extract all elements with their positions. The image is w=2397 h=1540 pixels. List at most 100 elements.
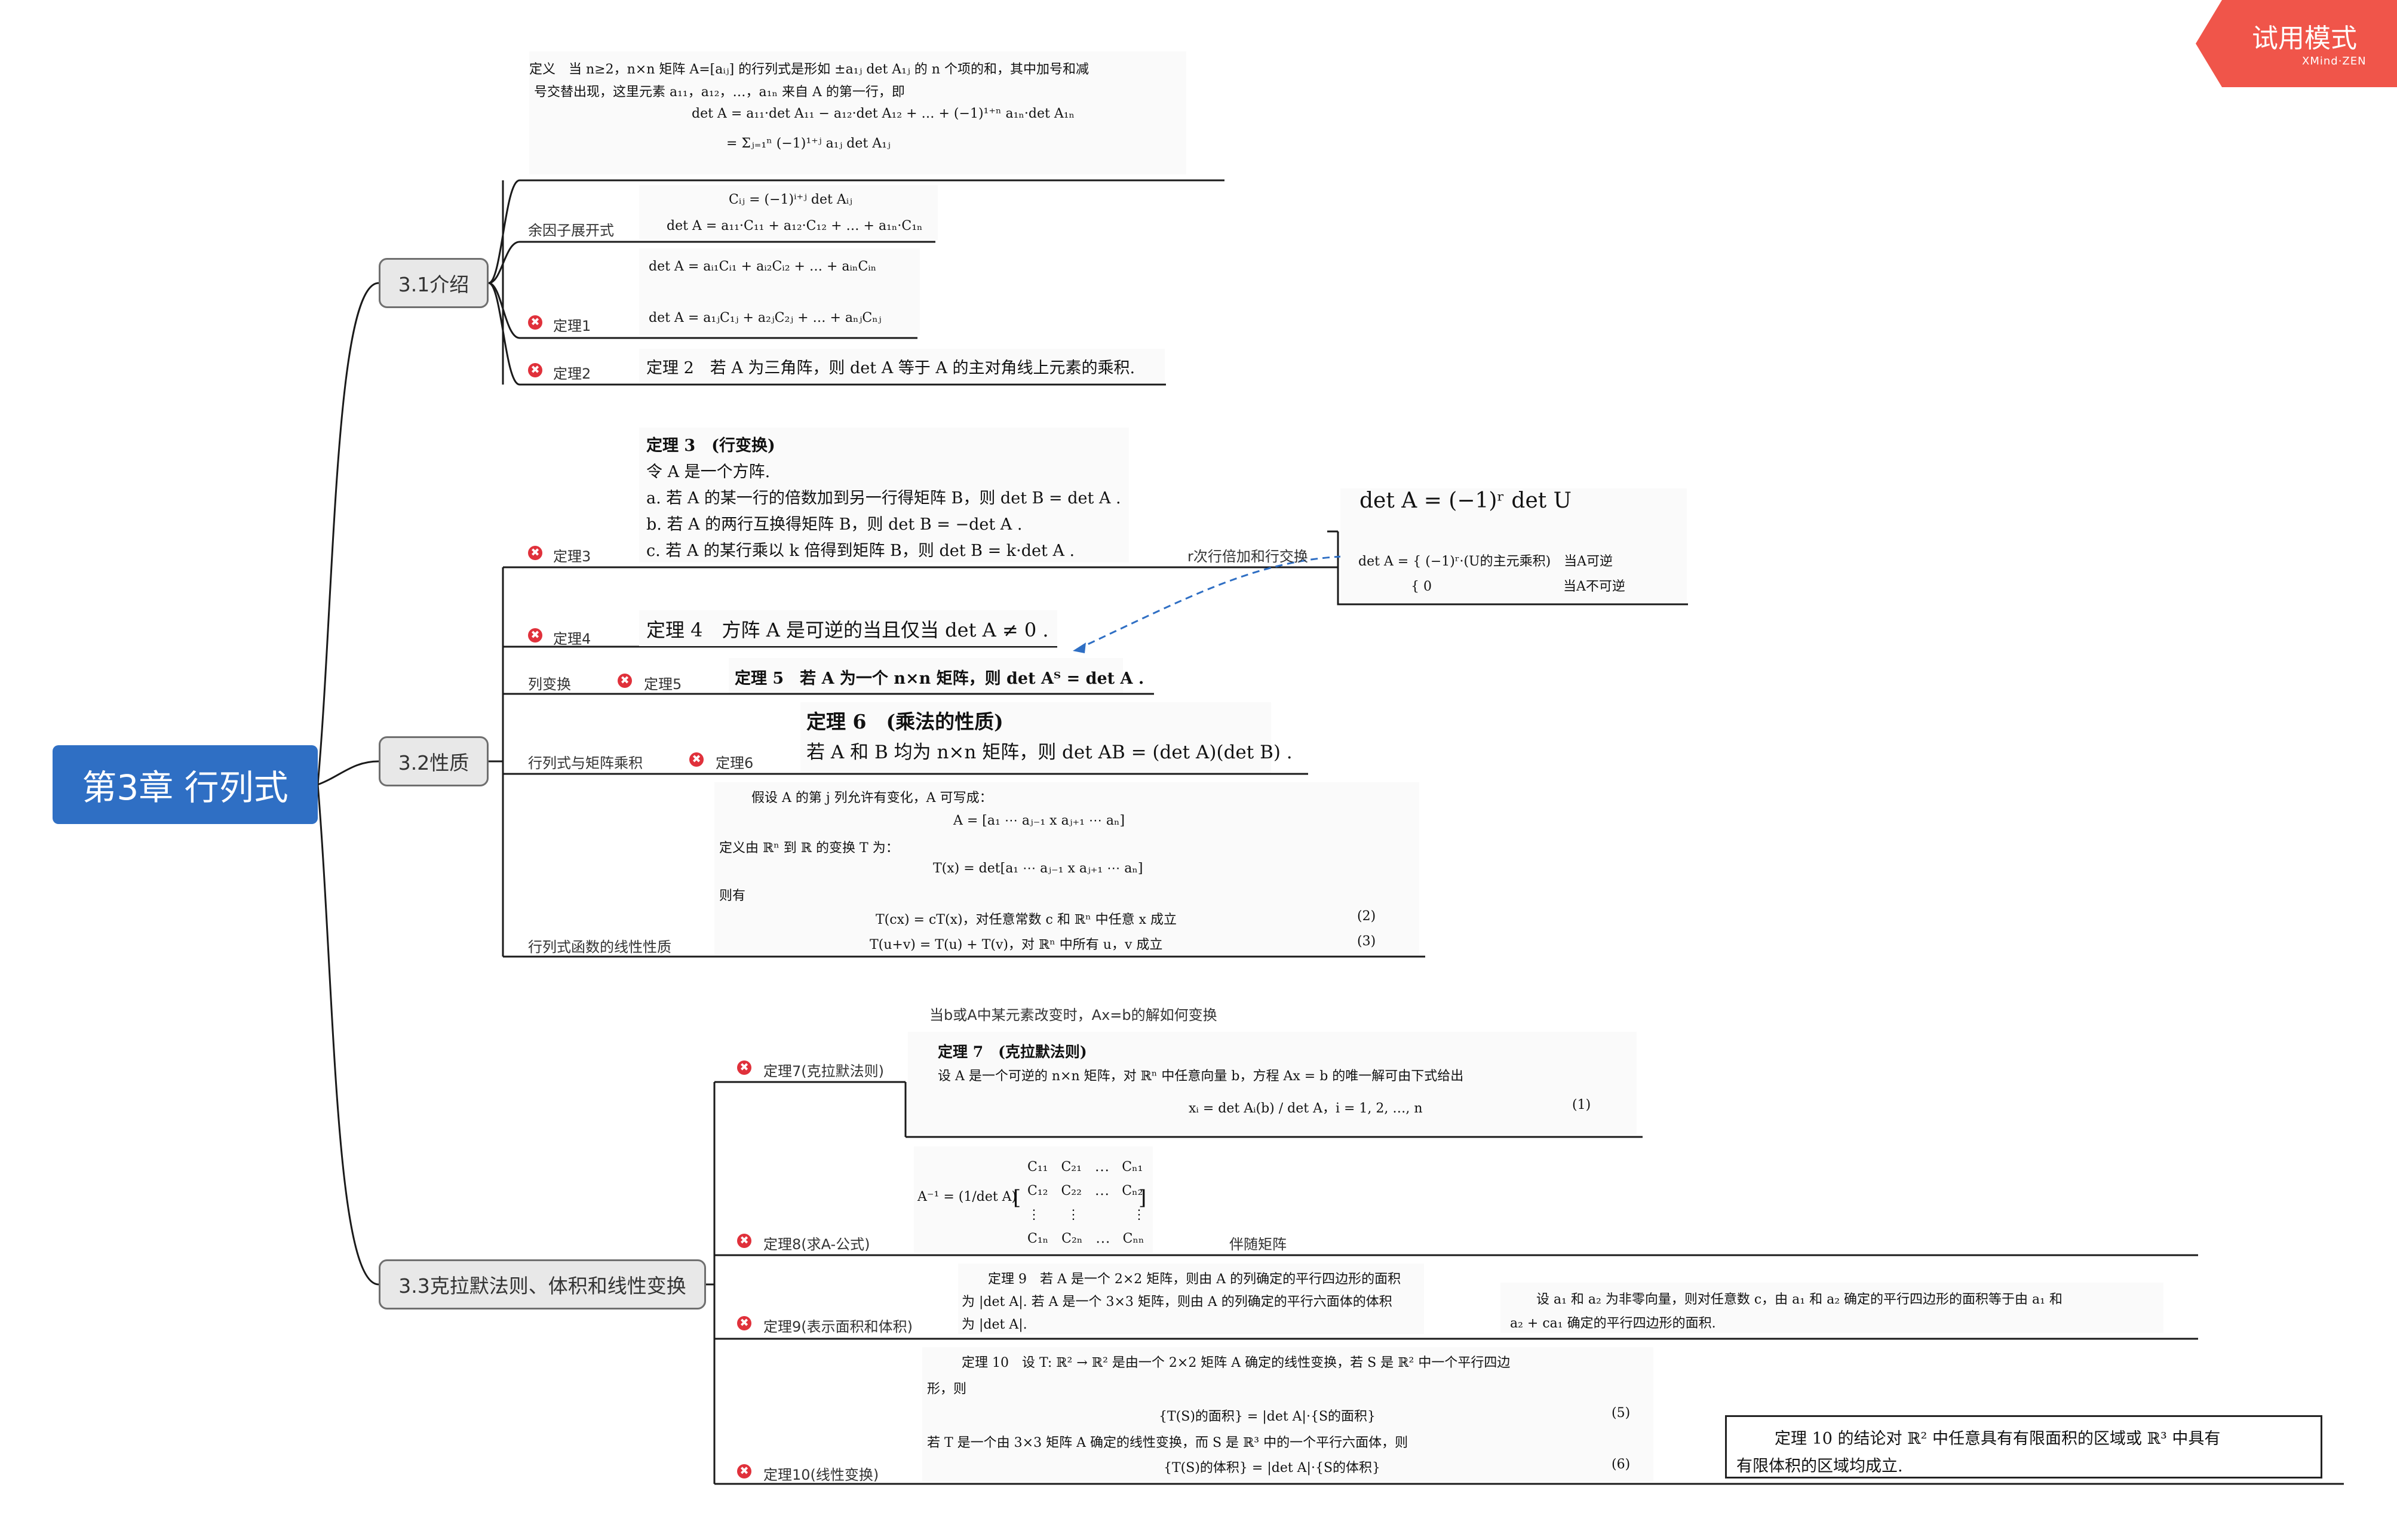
text-line: 定理 6 (乘法的性质) — [806, 710, 1003, 733]
image-row-ops[interactable]: det A = (−1)ʳ det U det A = { (−1)ʳ·(U的主… — [1340, 488, 1687, 602]
marker-icon: ✖ — [737, 1061, 751, 1075]
image-thm9-note[interactable]: 设 a₁ 和 a₂ 为非零向量，则对任意数 c，由 a₁ 和 a₂ 确定的平行四… — [1500, 1283, 2163, 1333]
label-thm1[interactable]: 定理1 — [553, 318, 591, 334]
trial-title: 试用模式 — [2252, 23, 2357, 54]
text-line: T(x) = det[a₁ ⋯ aⱼ₋₁ x aⱼ₊₁ ⋯ aₙ] — [933, 861, 1143, 876]
image-thm10-note[interactable]: 定理 10 的结论对 ℝ² 中任意具有有限面积的区域或 ℝ³ 中具有 有限体积的… — [1725, 1415, 2322, 1478]
equation-number: (6) — [1612, 1457, 1631, 1472]
label-cofactor[interactable]: 余因子展开式 — [528, 222, 614, 239]
text-line: 设 a₁ 和 a₂ 为非零向量，则对任意数 c，由 a₁ 和 a₂ 确定的平行四… — [1536, 1292, 2063, 1307]
text-line: 定理 5 若 A 为一个 n×n 矩阵，则 det Aᵀ = det A . — [735, 669, 1144, 688]
text-line: Cᵢⱼ = (−1)ⁱ⁺ʲ det Aᵢⱼ — [729, 192, 852, 207]
matrix-row: C₁₂ C₂₂ ⋯ Cₙ₂ — [1027, 1184, 1143, 1198]
image-thm10[interactable]: 定理 10 设 T: ℝ² → ℝ² 是由一个 2×2 矩阵 A 确定的线性变换… — [922, 1347, 1653, 1482]
text-line: T(u+v) = T(u) + T(v)，对 ℝⁿ 中所有 u，v 成立 — [870, 937, 1163, 952]
image-thm8[interactable]: A⁻¹ = (1/det A) [ C₁₁ C₂₁ ⋯ Cₙ₁ C₁₂ C₂₂ … — [914, 1146, 1153, 1253]
text-line: 定理 10 设 T: ℝ² → ℝ² 是由一个 2×2 矩阵 A 确定的线性变换… — [962, 1355, 1511, 1370]
label-cramer-note[interactable]: 当b或A中某元素改变时，Ax=b的解如何变换 — [929, 1007, 1217, 1023]
label-thm5[interactable]: 定理5 — [644, 676, 682, 693]
text-line: 定义 当 n≥2，n×n 矩阵 A=[aᵢⱼ] 的行列式是形如 ±a₁ⱼ det… — [529, 62, 1089, 77]
label-column-transform[interactable]: 列变换 — [528, 676, 571, 693]
equation-number: (1) — [1572, 1098, 1591, 1112]
text-line: 为 |det A|. 若 A 是一个 3×3 矩阵，则由 A 的列确定的平行六面… — [962, 1295, 1392, 1310]
image-thm2[interactable]: 定理 2 若 A 为三角阵，则 det A 等于 A 的主对角线上元素的乘积. — [639, 349, 1165, 382]
marker-icon: ✖ — [528, 628, 542, 643]
matrix-row: C₁₁ C₂₁ ⋯ Cₙ₁ — [1027, 1160, 1143, 1175]
marker-icon: ✖ — [737, 1464, 751, 1478]
text-line: { 0 当A不可逆 — [1358, 579, 1625, 594]
label-thm8[interactable]: 定理8(求A-公式) — [763, 1236, 870, 1253]
image-cofactor[interactable]: Cᵢⱼ = (−1)ⁱ⁺ʲ det Aᵢⱼ det A = a₁₁·C₁₁ + … — [639, 185, 938, 240]
image-thm7[interactable]: 定理 7 (克拉默法则) 设 A 是一个可逆的 n×n 矩阵，对 ℝⁿ 中任意向… — [908, 1032, 1637, 1135]
equation-number: (3) — [1357, 934, 1376, 949]
text-line: 定理 7 (克拉默法则) — [938, 1043, 1087, 1061]
marker-icon: ✖ — [737, 1316, 751, 1330]
image-definition[interactable]: 定义 当 n≥2，n×n 矩阵 A=[aᵢⱼ] 的行列式是形如 ±a₁ⱼ det… — [529, 51, 1186, 174]
label-r-ops[interactable]: r次行倍加和行交换 — [1187, 548, 1308, 565]
text-line: 定理 9 若 A 是一个 2×2 矩阵，则由 A 的列确定的平行四边形的面积 — [988, 1272, 1401, 1287]
label-linearity[interactable]: 行列式函数的线性性质 — [528, 939, 671, 955]
equation-number: (2) — [1357, 909, 1376, 924]
image-thm4[interactable]: 定理 4 方阵 A 是可逆的当且仅当 det A ≠ 0 . — [639, 610, 1057, 646]
text-line: det A = a₁₁·det A₁₁ − a₁₂·det A₁₂ + … + … — [692, 106, 1075, 121]
root-topic[interactable]: 第3章 行列式 — [53, 745, 318, 824]
text-line: A = [a₁ ⋯ aⱼ₋₁ x aⱼ₊₁ ⋯ aₙ] — [953, 813, 1125, 828]
text-line: = Σⱼ₌₁ⁿ (−1)¹⁺ʲ a₁ⱼ det A₁ⱼ — [726, 136, 891, 151]
marker-icon: ✖ — [737, 1234, 751, 1248]
text-line: 假设 A 的第 j 列允许有变化，A 可写成： — [751, 791, 993, 806]
text-line: a. 若 A 的某一行的倍数加到另一行得矩阵 B，则 det B = det A… — [646, 489, 1121, 508]
text-line: 号交替出现，这里元素 a₁₁，a₁₂，…，a₁ₙ 来自 A 的第一行，即 — [534, 85, 905, 100]
bracket-right-icon: ] — [1138, 1186, 1147, 1210]
matrix-row: C₁ₙ C₂ₙ ⋯ Cₙₙ — [1027, 1231, 1144, 1246]
trial-subtitle: XMind·ZEN — [2302, 55, 2367, 67]
text-line: 有限体积的区域均成立. — [1736, 1457, 1903, 1476]
label-thm9[interactable]: 定理9(表示面积和体积) — [763, 1318, 913, 1335]
label-thm6[interactable]: 定理6 — [716, 755, 754, 771]
text-line: 若 A 和 B 均为 n×n 矩阵，则 det AB = (det A)(det… — [806, 742, 1293, 763]
image-linearity[interactable]: 假设 A 的第 j 列允许有变化，A 可写成： A = [a₁ ⋯ aⱼ₋₁ x… — [714, 782, 1419, 955]
text-line: a₂ + ca₁ 确定的平行四边形的面积. — [1510, 1316, 1716, 1331]
image-thm5[interactable]: 定理 5 若 A 为一个 n×n 矩阵，则 det Aᵀ = det A . — [729, 658, 1144, 693]
text-line: 为 |det A|. — [962, 1317, 1027, 1332]
text-line: det A = aᵢ₁Cᵢ₁ + aᵢ₂Cᵢ₂ + … + aᵢₙCᵢₙ — [649, 259, 877, 274]
text-line: det A = { (−1)ʳ·(U的主元乘积) 当A可逆 — [1358, 554, 1613, 569]
text-line: 定理 4 方阵 A 是可逆的当且仅当 det A ≠ 0 . — [646, 619, 1049, 641]
text-line: 若 T 是一个由 3×3 矩阵 A 确定的线性变换，而 S 是 ℝ³ 中的一个平… — [927, 1436, 1408, 1450]
text-line: 定理 10 的结论对 ℝ² 中任意具有有限面积的区域或 ℝ³ 中具有 — [1775, 1430, 2221, 1448]
branch-3-3[interactable]: 3.3克拉默法则、体积和线性变换 — [379, 1259, 706, 1310]
marker-icon: ✖ — [528, 363, 542, 377]
branch-3-1[interactable]: 3.1介绍 — [379, 258, 489, 308]
text-line: 定理 2 若 A 为三角阵，则 det A 等于 A 的主对角线上元素的乘积. — [646, 359, 1135, 377]
label-adjugate[interactable]: 伴随矩阵 — [1229, 1236, 1287, 1253]
equation-number: (5) — [1612, 1406, 1631, 1421]
text-line: b. 若 A 的两行互换得矩阵 B，则 det B = −det A . — [646, 515, 1023, 534]
image-thm6[interactable]: 定理 6 (乘法的性质) 若 A 和 B 均为 n×n 矩阵，则 det AB … — [800, 702, 1293, 773]
label-thm4[interactable]: 定理4 — [553, 631, 591, 647]
trial-badge[interactable] — [2196, 0, 2397, 87]
marker-icon: ✖ — [528, 315, 542, 330]
image-thm3[interactable]: 定理 3 (行变换) 令 A 是一个方阵. a. 若 A 的某一行的倍数加到另一… — [639, 428, 1129, 562]
label-thm2[interactable]: 定理2 — [553, 365, 591, 382]
label-det-product[interactable]: 行列式与矩阵乘积 — [528, 755, 643, 771]
marker-icon: ✖ — [618, 674, 632, 688]
text-line: 形，则 — [927, 1382, 967, 1397]
marker-icon: ✖ — [528, 546, 542, 560]
bracket-left-icon: [ — [1013, 1186, 1021, 1210]
text-line: 定义由 ℝⁿ 到 ℝ 的变换 T 为： — [719, 841, 899, 856]
label-thm10[interactable]: 定理10(线性变换) — [763, 1467, 879, 1483]
text-line: det A = a₁ⱼC₁ⱼ + a₂ⱼC₂ⱼ + … + aₙⱼCₙⱼ — [649, 311, 882, 325]
text-line: T(cx) = cT(x)，对任意常数 c 和 ℝⁿ 中任意 x 成立 — [876, 912, 1177, 927]
label-thm7[interactable]: 定理7(克拉默法则) — [763, 1063, 884, 1080]
text-line: 令 A 是一个方阵. — [646, 463, 771, 481]
image-thm1[interactable]: det A = aᵢ₁Cᵢ₁ + aᵢ₂Cᵢ₂ + … + aᵢₙCᵢₙ det… — [639, 248, 920, 336]
image-thm9[interactable]: 定理 9 若 A 是一个 2×2 矩阵，则由 A 的列确定的平行四边形的面积 为… — [958, 1264, 1424, 1334]
text-line: 则有 — [719, 889, 746, 903]
label-thm3[interactable]: 定理3 — [553, 548, 591, 565]
text-line: {T(S)的面积} = |det A|·{S的面积} — [1159, 1409, 1376, 1424]
matrix-row: ⋮ ⋮ ⋮ — [1027, 1207, 1146, 1222]
text-line: xᵢ = det Aᵢ(b) / det A，i = 1, 2, …, n — [1189, 1101, 1423, 1116]
branch-3-2[interactable]: 3.2性质 — [379, 736, 489, 786]
marker-icon: ✖ — [689, 752, 704, 767]
text-line: c. 若 A 的某行乘以 k 倍得到矩阵 B，则 det B = k·det A… — [646, 542, 1075, 560]
